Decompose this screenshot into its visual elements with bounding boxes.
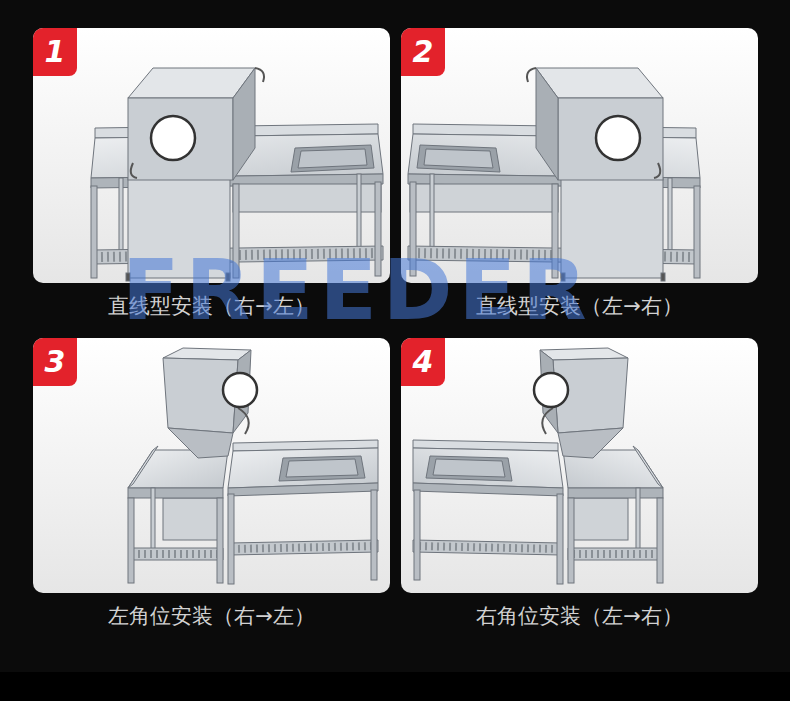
install-panel: 左角位安装（右→左）3 <box>33 338 390 593</box>
watermark: FREEDER <box>122 248 593 332</box>
step-number: 4 <box>413 347 434 377</box>
step-number: 2 <box>413 37 434 67</box>
install-panel: 直线型安装（右→左）1 <box>33 28 390 283</box>
step-number: 3 <box>45 347 66 377</box>
step-badge: 3 <box>33 338 77 386</box>
step-number: 1 <box>45 37 66 67</box>
panel-caption: 左角位安装（右→左） <box>33 603 390 629</box>
step-badge: 4 <box>401 338 445 386</box>
step-badge: 2 <box>401 28 445 76</box>
step-badge: 1 <box>33 28 77 76</box>
install-panel: 直线型安装（左→右）2 <box>401 28 758 283</box>
panel-caption: 右角位安装（左→右） <box>401 603 758 629</box>
install-panel: 右角位安装（左→右）4 <box>401 338 758 593</box>
